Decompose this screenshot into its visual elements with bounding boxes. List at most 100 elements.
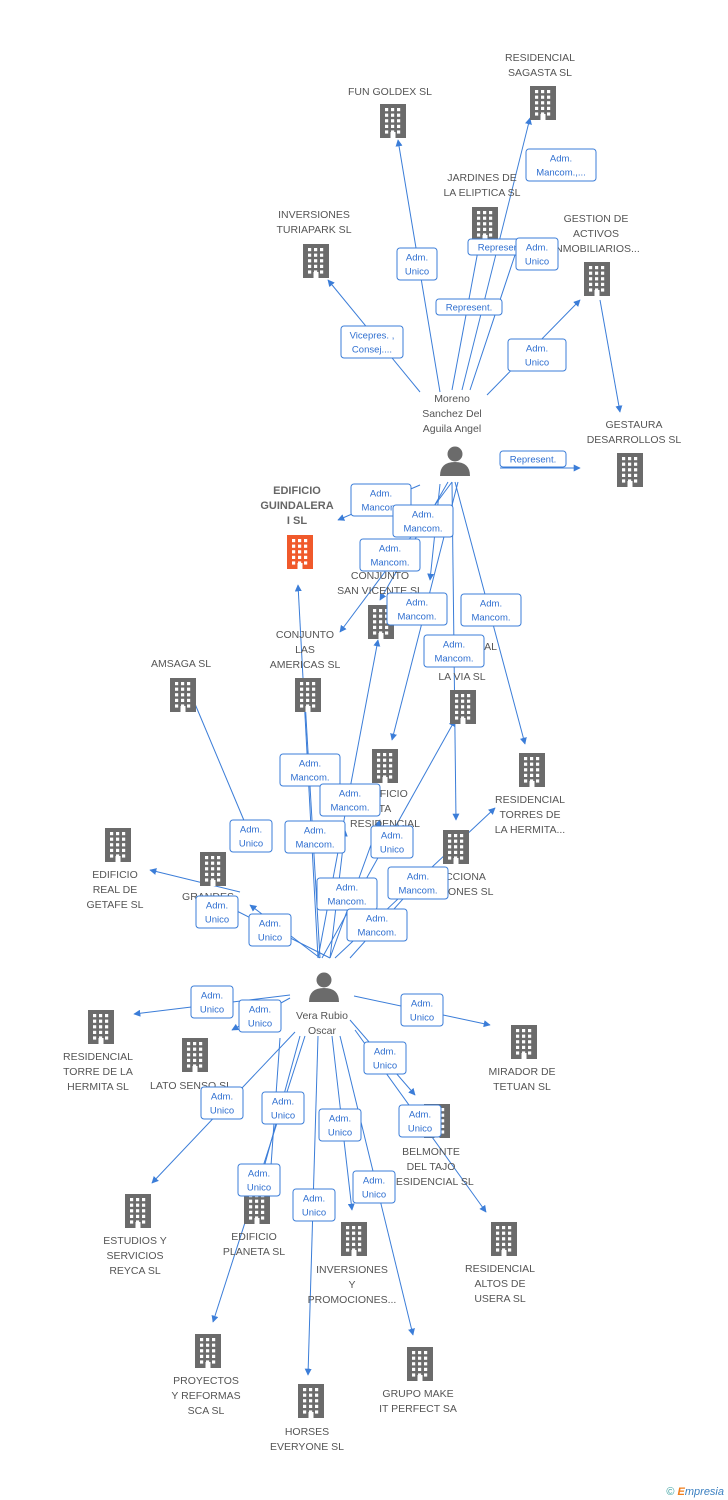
relation-label-r29[interactable]: Adm.Unico (363, 1041, 407, 1075)
building-icon[interactable] (372, 749, 398, 783)
relation-label-r8[interactable]: Adm.Unico (507, 338, 567, 372)
relation-label-r1[interactable]: Adm.Mancom.,... (525, 148, 597, 182)
building-icon[interactable] (584, 262, 610, 296)
building-icon[interactable] (125, 1194, 151, 1228)
person-icon[interactable] (309, 972, 339, 1003)
building-icon[interactable] (298, 1384, 324, 1418)
relation-text: Consej.... (352, 345, 392, 356)
relation-label-r4[interactable]: Adm.Unico (515, 237, 559, 271)
company-label: MIRADOR DE (488, 1066, 555, 1078)
company-node-gestion-activos[interactable]: GESTION DEACTIVOSINMOBILIARIOS... (552, 213, 640, 296)
building-icon[interactable] (472, 207, 498, 241)
relation-label-r19[interactable]: Adm.Mancom. (316, 877, 378, 911)
relation-label-r33[interactable]: Adm.Unico (318, 1108, 362, 1142)
building-icon[interactable] (380, 104, 406, 138)
company-label: EDIFICIO (92, 869, 138, 881)
building-icon[interactable] (511, 1025, 537, 1059)
relation-label-r13[interactable]: Adm.Mancom. (460, 593, 522, 627)
company-node-grandes-ne[interactable]: GRANDESNE (182, 852, 234, 918)
company-label: GETAFE SL (87, 899, 144, 911)
relation-label-r6[interactable]: Vicepres. ,Consej.... (340, 325, 404, 359)
relation-label-r24[interactable]: Adm.Unico (248, 913, 292, 947)
building-icon[interactable] (530, 86, 556, 120)
company-label: TA (379, 803, 392, 815)
relation-label-r12[interactable]: Adm.Mancom. (386, 592, 448, 626)
building-icon[interactable] (88, 1010, 114, 1044)
relation-label-r26[interactable]: Adm.Unico (190, 985, 234, 1019)
company-node-lato-senso[interactable]: LATO SENSO SL (150, 1038, 232, 1092)
relation-label-r21[interactable]: Adm.Mancom. (387, 866, 449, 900)
relation-label-r22[interactable]: Adm.Mancom. (346, 908, 408, 942)
building-icon[interactable] (195, 1334, 221, 1368)
building-icon[interactable] (287, 535, 313, 569)
relation-label-r9[interactable]: Represent. (499, 450, 567, 468)
relation-label-r27[interactable]: Adm.Unico (238, 999, 282, 1033)
company-label: TETUAN SL (493, 1081, 551, 1093)
relation-label-r35[interactable]: Adm.Unico (292, 1188, 336, 1222)
building-icon[interactable] (519, 753, 545, 787)
building-icon[interactable] (617, 453, 643, 487)
building-icon[interactable] (295, 678, 321, 712)
company-node-mirador-tetuan[interactable]: MIRADOR DE TETUAN SL (488, 1025, 556, 1093)
relation-text: Mancom. (290, 773, 329, 784)
building-icon[interactable] (491, 1222, 517, 1256)
relation-label-r31[interactable]: Adm.Unico (200, 1086, 244, 1120)
relation-label-r36[interactable]: Adm.Unico (352, 1170, 396, 1204)
building-icon[interactable] (105, 828, 131, 862)
company-node-fun-goldex[interactable]: FUN GOLDEX SL (348, 86, 432, 138)
relation-label-r16[interactable]: Adm.Mancom. (319, 783, 381, 817)
building-icon[interactable] (407, 1347, 433, 1381)
person-icon[interactable] (440, 446, 470, 477)
company-label: REYCA SL (109, 1265, 161, 1277)
relation-text: Adm. (406, 253, 428, 264)
building-icon[interactable] (450, 690, 476, 724)
building-icon[interactable] (170, 678, 196, 712)
company-label: GUINDALERA (260, 500, 333, 512)
relation-label-r28[interactable]: Adm.Unico (400, 993, 444, 1027)
building-icon[interactable] (182, 1038, 208, 1072)
building-icon[interactable] (341, 1222, 367, 1256)
relation-text: Adm. (526, 243, 548, 254)
building-icon[interactable] (303, 244, 329, 278)
company-label: GESTION DE (564, 213, 629, 225)
relation-label-r10[interactable]: Adm.Mancom. (392, 504, 454, 538)
relation-label-r17[interactable]: Adm.Mancom. (284, 820, 346, 854)
company-node-inversiones-promociones[interactable]: INVERSIONESYPROMOCIONES... (308, 1222, 397, 1306)
brand-footer[interactable]: © Empresia (666, 1486, 724, 1498)
relation-label-r20[interactable]: Adm.Unico (370, 825, 414, 859)
relation-label-r32[interactable]: Adm.Unico (261, 1091, 305, 1125)
relation-label-r11[interactable]: Adm.Mancom. (359, 538, 421, 572)
relation-text: Adm. (304, 826, 326, 837)
relation-label-r30[interactable]: Adm.Unico (398, 1104, 442, 1138)
relation-label-r5[interactable]: Represent. (435, 298, 503, 316)
relation-label-r18[interactable]: Adm.Unico (229, 819, 273, 853)
building-icon[interactable] (200, 852, 226, 886)
building-icon[interactable] (443, 830, 469, 864)
relation-label-r34[interactable]: Adm.Unico (237, 1163, 281, 1197)
relation-label-r15[interactable]: Adm.Mancom. (279, 753, 341, 787)
relation-label-r3[interactable]: Adm.Unico (396, 247, 438, 281)
relation-text: Unico (248, 1019, 272, 1030)
relation-label-r14[interactable]: Adm.Mancom. (423, 634, 485, 668)
brand-initial: E (677, 1486, 685, 1498)
company-node-amsaga[interactable]: AMSAGA SL (151, 658, 211, 712)
relation-label-r23[interactable]: Adm.Unico (195, 895, 239, 929)
